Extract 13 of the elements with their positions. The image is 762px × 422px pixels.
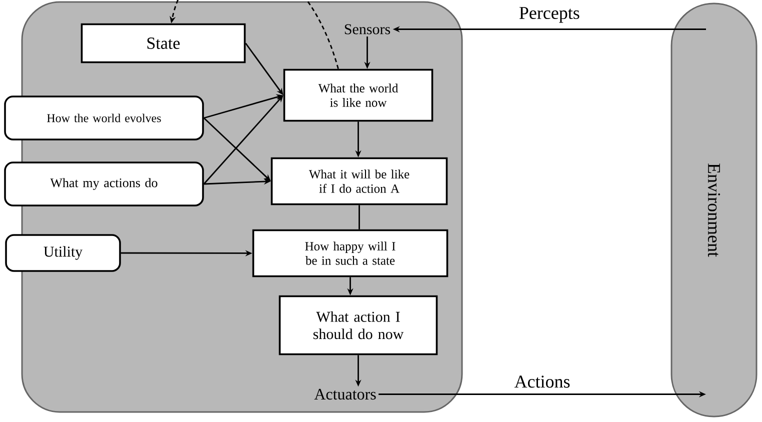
knowledge-box: Utility [5, 234, 121, 272]
process-box: How happy will I be in such a state [252, 229, 448, 278]
process-box: What it will be like if I do action A [270, 157, 448, 206]
knowledge-box: What my actions do [4, 162, 204, 206]
text-label: Sensors [344, 24, 390, 34]
edge-label: Percepts [519, 7, 580, 23]
text-label: Actuators [314, 388, 376, 400]
edge-label: Actions [514, 376, 570, 388]
process-box: What the world is like now [283, 68, 434, 122]
process-box: What action I should do now [278, 295, 438, 356]
process-box: State [80, 23, 246, 64]
knowledge-box: How the world evolves [4, 96, 204, 140]
environment-band: Environment [670, 2, 758, 418]
